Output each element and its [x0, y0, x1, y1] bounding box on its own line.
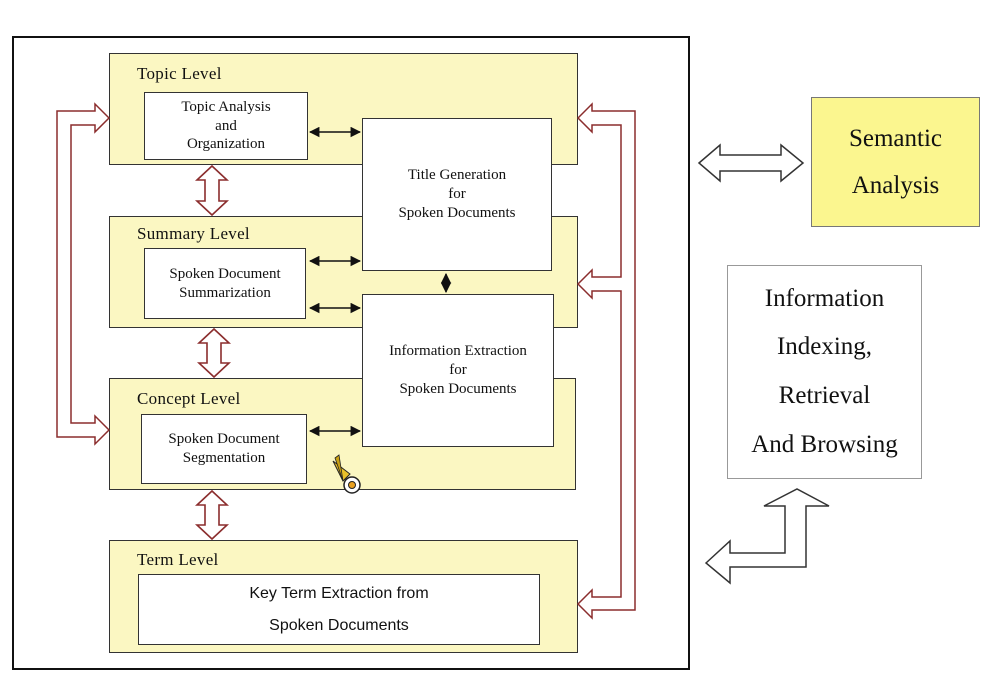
- title-generation-line2: for: [448, 186, 466, 203]
- title-generation-line3: Spoken Documents: [398, 204, 516, 221]
- topic-level-title: Topic Level: [137, 64, 222, 83]
- information-extraction-line2: for: [449, 362, 467, 379]
- semantic-line1: Semantic: [848, 124, 943, 152]
- title-generation-line1: Title Generation: [407, 167, 507, 184]
- information-extraction-line3: Spoken Documents: [399, 380, 517, 397]
- semantic-line2: Analysis: [851, 172, 940, 199]
- topic-analysis-box: Topic Analysis and Organization: [144, 92, 308, 160]
- segmentation-box: Spoken Document Segmentation: [141, 414, 307, 484]
- information-line4: And Browsing: [751, 430, 898, 458]
- information-bent-arrow: [704, 488, 830, 585]
- key-term-extraction-box: Key Term Extraction from Spoken Document…: [138, 574, 540, 645]
- topic-analysis-line3: Organization: [186, 136, 266, 153]
- information-line1: Information: [764, 284, 885, 312]
- left-loop-arrow: [56, 102, 111, 446]
- key-term-line1: Key Term Extraction from: [249, 585, 429, 603]
- title-generation-box: Title Generation for Spoken Documents: [362, 118, 552, 271]
- arrow-concept-term: [194, 489, 230, 541]
- arrow-topic-summary: [194, 164, 230, 217]
- key-term-line2: Spoken Documents: [269, 616, 409, 634]
- concept-level-title: Concept Level: [137, 389, 241, 408]
- summary-level-title: Summary Level: [137, 224, 250, 243]
- semantic-analysis-box: Semantic Analysis: [811, 97, 980, 227]
- topic-analysis-line1: Topic Analysis: [181, 98, 271, 115]
- information-indexing-box: Information Indexing, Retrieval And Brow…: [727, 265, 922, 479]
- information-line3: Retrieval: [778, 382, 871, 409]
- pencil-cursor-icon: [332, 454, 361, 494]
- summarization-line2: Summarization: [179, 284, 271, 301]
- segmentation-line2: Segmentation: [182, 450, 266, 466]
- summarization-box: Spoken Document Summarization: [144, 248, 306, 319]
- summarization-line1: Spoken Document: [169, 265, 281, 282]
- segmentation-line1: Spoken Document: [168, 431, 280, 448]
- information-extraction-box: Information Extraction for Spoken Docume…: [362, 294, 554, 447]
- right-loop-arrow: [576, 102, 636, 620]
- semantic-double-arrow: [697, 143, 805, 183]
- information-line2: Indexing,: [776, 333, 873, 361]
- topic-analysis-line2: and: [215, 117, 237, 134]
- information-extraction-line1: Information Extraction: [389, 343, 527, 360]
- term-level-title: Term Level: [137, 550, 219, 569]
- arrow-summary-concept: [196, 327, 232, 379]
